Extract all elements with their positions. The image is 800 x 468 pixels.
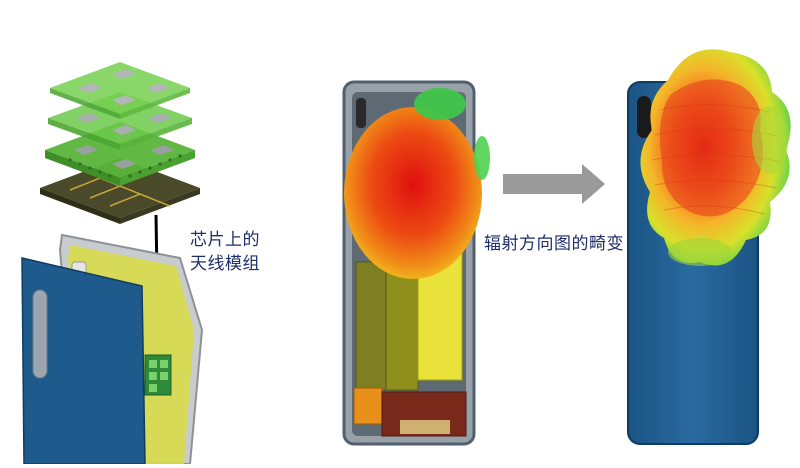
antenna-module-on-board	[144, 354, 172, 396]
right-arrow-icon	[503, 164, 605, 204]
phone-with-module	[21, 233, 204, 465]
radiation-pattern-sphere	[344, 107, 482, 279]
distortion-label: 辐射方向图的畸变	[484, 234, 624, 254]
pcb-layer-1	[50, 62, 190, 119]
phone-internals	[342, 80, 490, 446]
distorted-radiation-pattern	[640, 49, 791, 266]
module-label-line1: 芯片上的	[190, 230, 260, 250]
module-label-line2: 天线模组	[190, 254, 260, 274]
antenna-module-stack	[40, 62, 200, 224]
